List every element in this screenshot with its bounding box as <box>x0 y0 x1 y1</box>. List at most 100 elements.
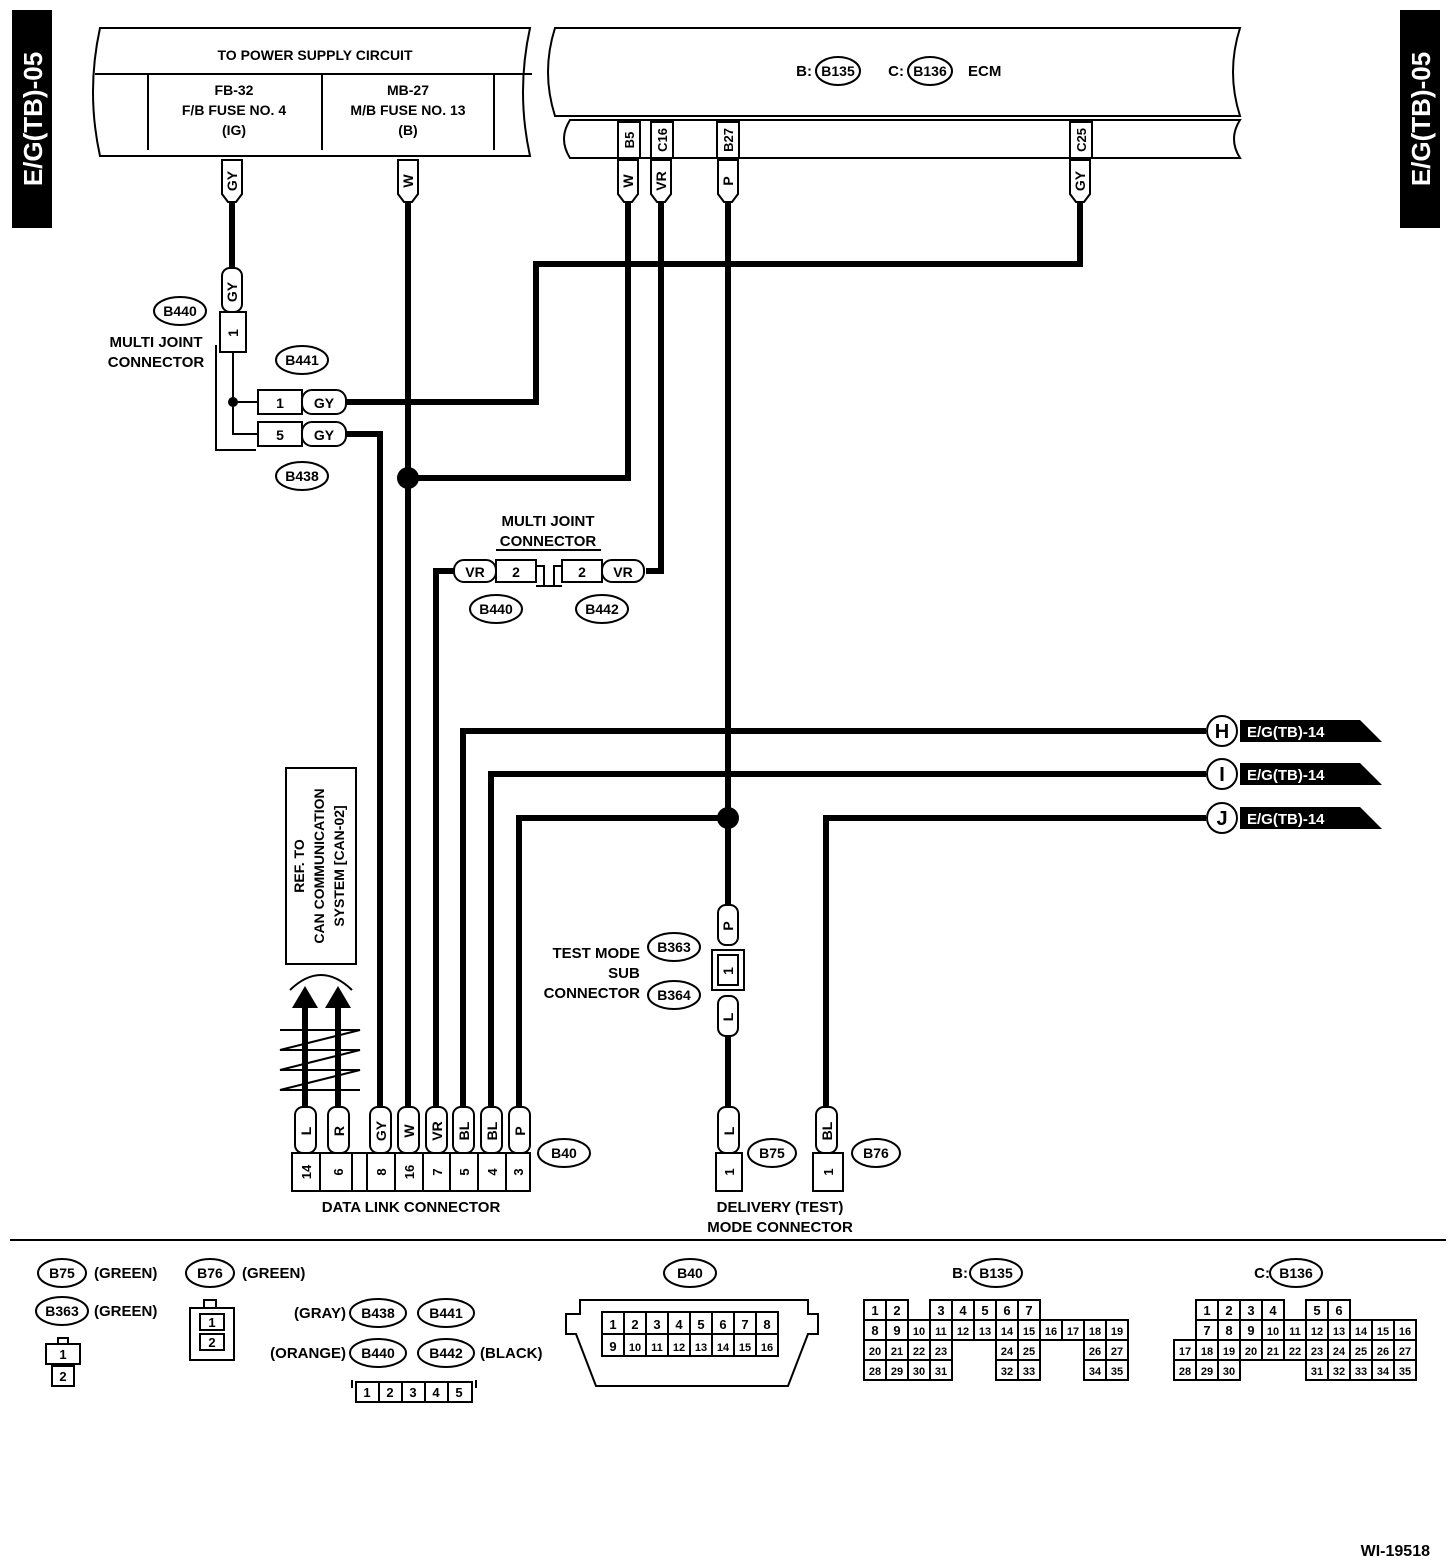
fuse1-line1: FB-32 <box>215 82 254 98</box>
b136-pin-20: 20 <box>1245 1346 1257 1358</box>
dlc-b40: B40 <box>551 1145 577 1161</box>
b136-pin-18: 18 <box>1201 1346 1213 1358</box>
ecm-b-prefix: B: <box>796 63 812 80</box>
delivery-b76: B76 <box>863 1145 889 1161</box>
b136-pin-12: 12 <box>1311 1326 1323 1338</box>
can-ref-line3: SYSTEM [CAN-02] <box>331 805 347 926</box>
legend-5pin-4: 4 <box>432 1385 440 1400</box>
ecm-box: B: B135 C: B136 ECM B5 C16 B27 C25 <box>547 27 1242 159</box>
b136-pin-33: 33 <box>1355 1366 1367 1378</box>
can-ref-line2: CAN COMMUNICATION <box>311 788 327 943</box>
ecm-label: ECM <box>968 63 1001 80</box>
b136-pin-5: 5 <box>1313 1303 1320 1318</box>
b135-pin-14: 14 <box>1001 1326 1014 1338</box>
b135-pin-3: 3 <box>937 1303 944 1318</box>
badge-gy-b440: GY <box>224 281 240 302</box>
figure-id: WI-19518 <box>1361 1543 1430 1560</box>
b135-pin-2: 2 <box>893 1303 900 1318</box>
test-mode-sub-connector: TEST MODE SUB CONNECTOR B363 B364 1 <box>544 932 745 1010</box>
b136-pin-22: 22 <box>1289 1346 1301 1358</box>
b136-pin-14: 14 <box>1355 1326 1368 1338</box>
b136-pin-16: 16 <box>1399 1326 1411 1338</box>
b136-pin-15: 15 <box>1377 1326 1389 1338</box>
power-supply-title: TO POWER SUPPLY CIRCUIT <box>218 47 413 63</box>
mj2-b440: B440 <box>479 601 513 617</box>
ecm-pin-b27: B27 <box>721 128 736 152</box>
legend-b363-pin2: 2 <box>59 1369 66 1384</box>
b136-pin-17: 17 <box>1179 1346 1191 1358</box>
offpage-i-ref: E/G(TB)-14 <box>1247 767 1325 784</box>
b135-pin-11: 11 <box>935 1326 947 1338</box>
b40-pin-2: 2 <box>631 1317 638 1332</box>
dlc-color-7: VR <box>429 1121 445 1140</box>
legend-b75-color: (GREEN) <box>94 1265 157 1282</box>
offpage-connectors: H E/G(TB)-14 I E/G(TB)-14 J E/G(TB)-14 <box>1206 715 1382 834</box>
badge-bl-b76: BL <box>819 1121 835 1140</box>
b135-pin-17: 17 <box>1067 1326 1079 1338</box>
legend-5pin-5: 5 <box>455 1385 462 1400</box>
b136-pin-32: 32 <box>1333 1366 1345 1378</box>
legend-b442-color: (BLACK) <box>480 1345 542 1362</box>
can-arrow-l-icon <box>292 986 318 1008</box>
dlc-color-14: L <box>298 1126 314 1135</box>
wire-color-badges: GY W W VR P GY GY P L L R GY W VR BL BL … <box>221 159 1091 1154</box>
ecm-pin-c25: C25 <box>1074 128 1089 152</box>
badge-l-test: L <box>720 1012 736 1021</box>
legend-b76: B76 <box>197 1265 223 1281</box>
b40-pin-13: 13 <box>695 1342 707 1354</box>
b40-cell <box>755 1333 779 1357</box>
mj2-b442: B442 <box>585 601 619 617</box>
legend-b363: B363 <box>45 1303 79 1319</box>
badge-w-top: W <box>400 174 416 188</box>
badge-gy-top: GY <box>224 170 240 191</box>
b40-pin-16: 16 <box>761 1342 773 1354</box>
dlc-pin-14: 14 <box>299 1164 314 1179</box>
b136-pin-24: 24 <box>1333 1346 1346 1358</box>
dlc-color-6: R <box>331 1126 347 1136</box>
b136-pin-6: 6 <box>1335 1303 1342 1318</box>
b135-pin-32: 32 <box>1001 1366 1013 1378</box>
badge-gy-c25: GY <box>1072 170 1088 191</box>
b136-pin-7: 7 <box>1203 1323 1210 1338</box>
mj1-b441: B441 <box>285 352 319 368</box>
legend-b75: B75 <box>49 1265 75 1281</box>
power-supply-box: TO POWER SUPPLY CIRCUIT FB-32 F/B FUSE N… <box>92 27 532 157</box>
dlc-pin-3: 3 <box>511 1168 526 1175</box>
dlc-label: DATA LINK CONNECTOR <box>322 1199 501 1216</box>
b136-pin-23: 23 <box>1311 1346 1323 1358</box>
multi-joint-connector-2: MULTI JOINT CONNECTOR VR 2 2 VR B440 B44… <box>453 513 645 624</box>
b135-pin-18: 18 <box>1089 1326 1101 1338</box>
offpage-j-letter: J <box>1216 808 1227 830</box>
can-arrow-r-icon <box>325 986 351 1008</box>
b135-pin-26: 26 <box>1089 1346 1101 1358</box>
ecm-b135: B135 <box>821 63 855 79</box>
b135-cell <box>1105 1359 1129 1381</box>
b40-pin-5: 5 <box>697 1317 704 1332</box>
ecm-c136: B136 <box>913 63 947 79</box>
mj2-label-1: MULTI JOINT <box>501 513 594 530</box>
offpage-h-ref: E/G(TB)-14 <box>1247 724 1325 741</box>
b135-pin-31: 31 <box>935 1366 947 1378</box>
test-mode-label-2: SUB <box>608 965 640 982</box>
b135-pin-29: 29 <box>891 1366 903 1378</box>
mj1-label-2: CONNECTOR <box>108 354 205 371</box>
b135-pin-33: 33 <box>1023 1366 1035 1378</box>
legend-b440-color: (ORANGE) <box>270 1345 346 1362</box>
mj1-b440: B440 <box>163 303 197 319</box>
fuse1-line3: (IG) <box>222 122 246 138</box>
mj2-label-2: CONNECTOR <box>500 533 597 550</box>
b135-pin-6: 6 <box>1003 1303 1010 1318</box>
b40-pin-10: 10 <box>629 1342 641 1354</box>
b135-cell <box>1017 1359 1041 1381</box>
b135-pin-30: 30 <box>913 1366 925 1378</box>
b136-pin-31: 31 <box>1311 1366 1323 1378</box>
b135-pin-19: 19 <box>1111 1326 1123 1338</box>
b136-pin-13: 13 <box>1333 1326 1345 1338</box>
legend: B75 (GREEN) B363 (GREEN) 1 2 B76 (GREEN)… <box>35 1258 1417 1403</box>
fuse2-line3: (B) <box>398 122 417 138</box>
data-link-connector: 14 6 8 16 7 5 4 3 B40 DATA LINK CONNECTO… <box>291 1138 591 1216</box>
can-ref-line1: REF. TO <box>291 839 307 893</box>
legend-b440: B440 <box>361 1345 395 1361</box>
badge-p-b27: P <box>720 176 736 185</box>
